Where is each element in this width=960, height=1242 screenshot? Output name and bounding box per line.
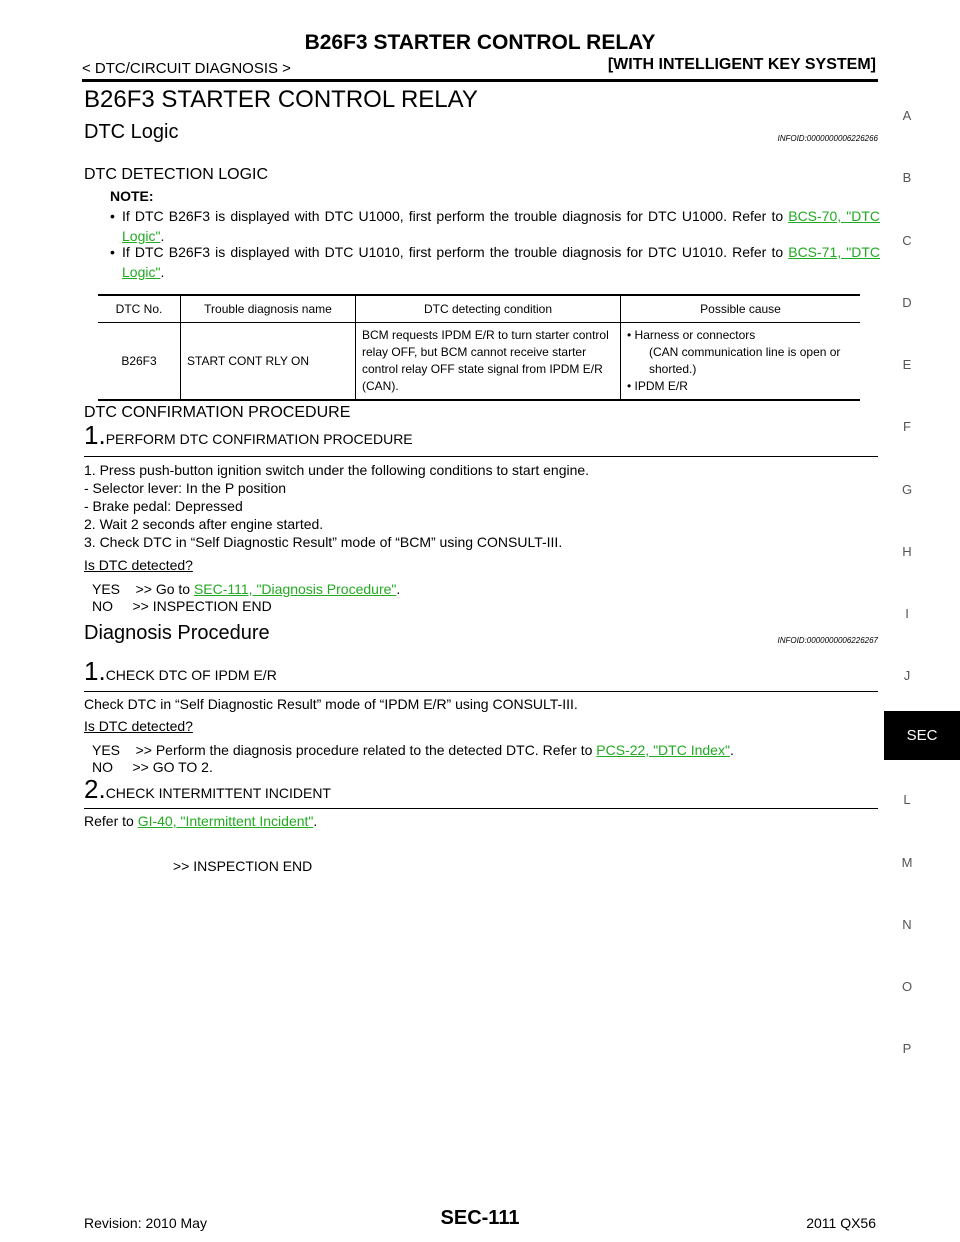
step-title: CHECK INTERMITTENT INCIDENT xyxy=(105,785,331,801)
procedure-line: - Brake pedal: Depressed xyxy=(84,498,243,514)
index-tab-h[interactable]: H xyxy=(902,544,912,559)
step-divider xyxy=(84,691,878,692)
cause-detail: (CAN communication line is open or short… xyxy=(649,345,841,376)
note-item: • If DTC B26F3 is displayed with DTC U10… xyxy=(110,244,880,280)
yes-text: YES >> Perform the diagnosis procedure r… xyxy=(92,742,597,758)
procedure-line: - Selector lever: In the P position xyxy=(84,480,287,496)
no-answer: NO >> GO TO 2. xyxy=(92,759,213,775)
bcs-70-link[interactable]: BCS-70, "DTC Logic" xyxy=(122,208,880,244)
step-title: PERFORM DTC CONFIRMATION PROCEDURE xyxy=(105,431,413,447)
note-label: NOTE: xyxy=(110,188,154,204)
system-label: [WITH INTELLIGENT KEY SYSTEM] xyxy=(607,56,876,73)
column-header: DTC No. xyxy=(98,294,181,323)
procedure-line: 3. Check DTC in “Self Diagnostic Result”… xyxy=(84,534,563,550)
index-tab-j[interactable]: J xyxy=(903,668,911,683)
no-answer: NO >> INSPECTION END xyxy=(92,598,272,614)
index-tab-n[interactable]: N xyxy=(902,917,912,932)
column-header: Trouble diagnosis name xyxy=(180,294,356,323)
step-1-title: 1.PERFORM DTC CONFIRMATION PROCEDURE xyxy=(84,420,413,451)
question-text: Is DTC detected? xyxy=(84,557,193,573)
index-tab-o[interactable]: O xyxy=(901,979,913,994)
procedure-line: 1. Press push-button ignition switch und… xyxy=(84,462,590,478)
gi-40-link[interactable]: GI-40, "Intermittent Incident" xyxy=(137,813,314,829)
refer-text: Refer to xyxy=(84,813,138,829)
bullet-icon: • xyxy=(110,244,115,260)
pcs-22-link[interactable]: PCS-22, "DTC Index" xyxy=(596,742,730,758)
dtc-logic-heading: DTC Logic xyxy=(84,121,179,143)
index-tab-g[interactable]: G xyxy=(901,482,913,497)
table-header-row: DTC No. Trouble diagnosis name DTC detec… xyxy=(98,294,860,323)
index-tab-f[interactable]: F xyxy=(903,419,911,434)
header-divider xyxy=(82,79,878,82)
index-tab-c[interactable]: C xyxy=(902,233,912,248)
bcs-71-link[interactable]: BCS-71, "DTC Logic" xyxy=(122,244,880,280)
dtc-table: DTC No. Trouble diagnosis name DTC detec… xyxy=(98,294,860,401)
step-title: CHECK DTC OF IPDM E/R xyxy=(105,667,277,683)
step-divider xyxy=(84,808,878,809)
page-number: SEC-111 xyxy=(440,1207,520,1229)
index-tab-l[interactable]: L xyxy=(903,792,911,807)
dtc-detection-heading: DTC DETECTION LOGIC xyxy=(84,166,269,183)
note-text: If DTC B26F3 is displayed with DTC U1010… xyxy=(122,244,789,260)
index-tab-a[interactable]: A xyxy=(902,108,912,123)
step-number: 1. xyxy=(84,420,106,450)
index-tab-e[interactable]: E xyxy=(902,357,912,372)
breadcrumb: < DTC/CIRCUIT DIAGNOSIS > xyxy=(82,60,291,77)
possible-cause-cell: • Harness or connectors (CAN communicati… xyxy=(620,322,860,401)
index-tab-b[interactable]: B xyxy=(902,170,912,185)
bullet-icon: • xyxy=(110,208,115,224)
yes-answer: YES >> Go to SEC-111, "Diagnosis Procedu… xyxy=(92,581,401,597)
revision-date: Revision: 2010 May xyxy=(84,1215,207,1231)
diagnosis-name-cell: START CONT RLY ON xyxy=(180,322,356,401)
procedure-line: 2. Wait 2 seconds after engine started. xyxy=(84,516,324,532)
sec-111-link[interactable]: SEC-111, "Diagnosis Procedure" xyxy=(193,581,397,597)
dtc-logic-infoid: INFOID:0000000006226266 xyxy=(777,134,878,143)
step-1-title: 1.CHECK DTC OF IPDM E/R xyxy=(84,656,277,687)
column-header: DTC detecting condition xyxy=(355,294,621,323)
note-text: If DTC B26F3 is displayed with DTC U1000… xyxy=(122,208,789,224)
step-divider xyxy=(84,456,878,457)
diagnosis-heading: Diagnosis Procedure xyxy=(84,622,270,644)
confirmation-steps: 1. Press push-button ignition switch und… xyxy=(84,461,589,551)
header-title: B26F3 STARTER CONTROL RELAY xyxy=(304,31,656,54)
yes-text: YES >> Go to xyxy=(92,581,194,597)
page-title: B26F3 STARTER CONTROL RELAY xyxy=(84,86,478,113)
cause-item: IPDM E/R xyxy=(634,379,688,393)
yes-answer: YES >> Perform the diagnosis procedure r… xyxy=(92,742,734,758)
vehicle-model: 2011 QX56 xyxy=(806,1215,876,1231)
step-number: 2. xyxy=(84,774,106,804)
cause-item: Harness or connectors xyxy=(634,328,756,342)
question-text: Is DTC detected? xyxy=(84,718,193,734)
index-tab-p[interactable]: P xyxy=(902,1041,912,1056)
diagnosis-infoid: INFOID:0000000006226267 xyxy=(777,636,878,645)
index-tab-sec-active[interactable]: SEC xyxy=(884,711,960,760)
index-tab-d[interactable]: D xyxy=(902,295,912,310)
confirmation-heading: DTC CONFIRMATION PROCEDURE xyxy=(84,404,351,421)
note-item: • If DTC B26F3 is displayed with DTC U10… xyxy=(110,208,880,244)
index-tab-m[interactable]: M xyxy=(901,855,913,870)
inspection-end: >> INSPECTION END xyxy=(173,858,313,874)
step-2-title: 2.CHECK INTERMITTENT INCIDENT xyxy=(84,774,331,805)
column-header: Possible cause xyxy=(620,294,860,323)
step-number: 1. xyxy=(84,656,106,686)
detecting-condition-cell: BCM requests IPDM E/R to turn starter co… xyxy=(355,322,621,401)
dtc-number-cell: B26F3 xyxy=(98,322,181,401)
step-2-body: Refer to GI-40, "Intermittent Incident". xyxy=(84,813,318,829)
table-row: B26F3 START CONT RLY ON BCM requests IPD… xyxy=(98,322,860,401)
step-1-body: Check DTC in “Self Diagnostic Result” mo… xyxy=(84,696,578,712)
index-tab-i[interactable]: I xyxy=(905,606,909,621)
